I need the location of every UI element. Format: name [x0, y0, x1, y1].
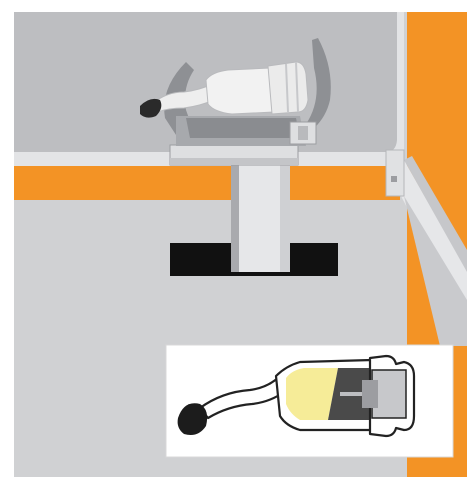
side-rail-face [404, 156, 467, 272]
floor-wedge [404, 196, 467, 346]
bottle-cradle [164, 38, 331, 146]
stand-plate-front [170, 158, 298, 165]
stand-post-shadow [231, 160, 239, 272]
bottle-on-stand [140, 61, 309, 118]
section-fluid [286, 368, 338, 420]
bottle-rib-1 [285, 63, 289, 113]
orange-stripe [14, 166, 400, 200]
bottle-cap-tip [140, 98, 162, 118]
frame-left [0, 0, 14, 477]
cross-section-inset [165, 344, 454, 458]
rail-bracket [385, 149, 405, 197]
section-cap-core [362, 380, 378, 408]
cradle-clip-slot [298, 126, 308, 140]
bottle-rib-2 [295, 61, 299, 113]
rail-bolt [391, 176, 397, 182]
frame-top [0, 0, 467, 12]
cradle-right-arm [306, 38, 331, 130]
bottle-body [205, 67, 275, 115]
section-cap-tip [177, 403, 208, 435]
wall-lip [14, 12, 404, 168]
stand-post-side [280, 160, 290, 272]
cradle-inner [186, 118, 300, 138]
section-rod [340, 392, 362, 396]
